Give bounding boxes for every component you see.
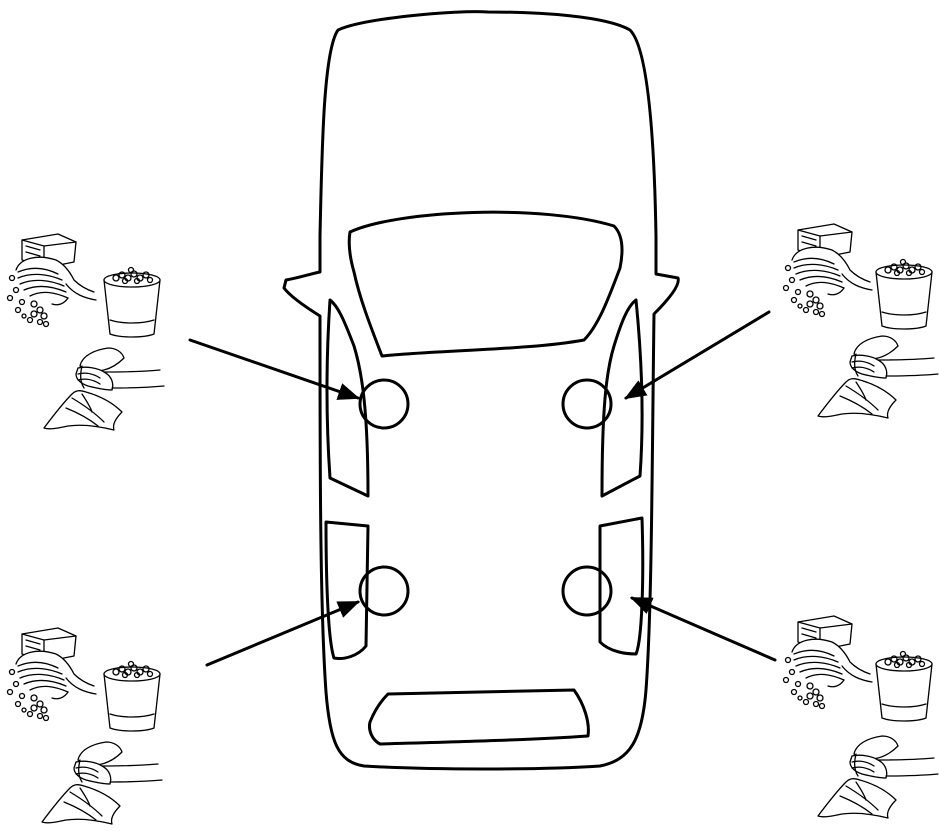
- windshield: [347, 210, 624, 358]
- wipe-cloth-icon: [41, 741, 163, 825]
- side-window-front-right: [600, 298, 644, 498]
- target-circle-front-right: [561, 378, 613, 430]
- arrow-rear-left: [205, 600, 361, 667]
- arrow-front-left: [188, 338, 361, 400]
- soap-hands-icon: [782, 615, 873, 710]
- bucket-icon: [875, 258, 933, 330]
- soap-hands-icon: [6, 627, 97, 722]
- bucket-icon: [103, 660, 161, 732]
- instructions-front-left: [6, 233, 165, 431]
- rear-window: [368, 688, 590, 746]
- arrow-front-right: [624, 310, 771, 400]
- car-body: [282, 10, 680, 771]
- target-circle-rear-left: [358, 565, 410, 617]
- instructions-rear-right: [782, 615, 939, 819]
- bucket-icon: [103, 266, 161, 338]
- car-outline: [282, 10, 680, 771]
- bucket-icon: [875, 650, 933, 722]
- arrow-rear-right: [629, 596, 777, 662]
- instructions-front-right: [782, 223, 939, 419]
- side-window-rear-left: [324, 520, 370, 660]
- wipe-cloth-icon: [817, 335, 939, 419]
- wipe-cloth-icon: [817, 735, 939, 819]
- instructions-rear-left: [6, 627, 163, 825]
- target-circle-rear-right: [561, 565, 613, 617]
- soap-hands-icon: [6, 233, 97, 328]
- side-window-rear-right: [598, 516, 645, 656]
- wipe-cloth-icon: [43, 347, 165, 431]
- target-circle-front-left: [358, 378, 410, 430]
- side-window-front-left: [325, 298, 370, 498]
- soap-hands-icon: [782, 223, 873, 318]
